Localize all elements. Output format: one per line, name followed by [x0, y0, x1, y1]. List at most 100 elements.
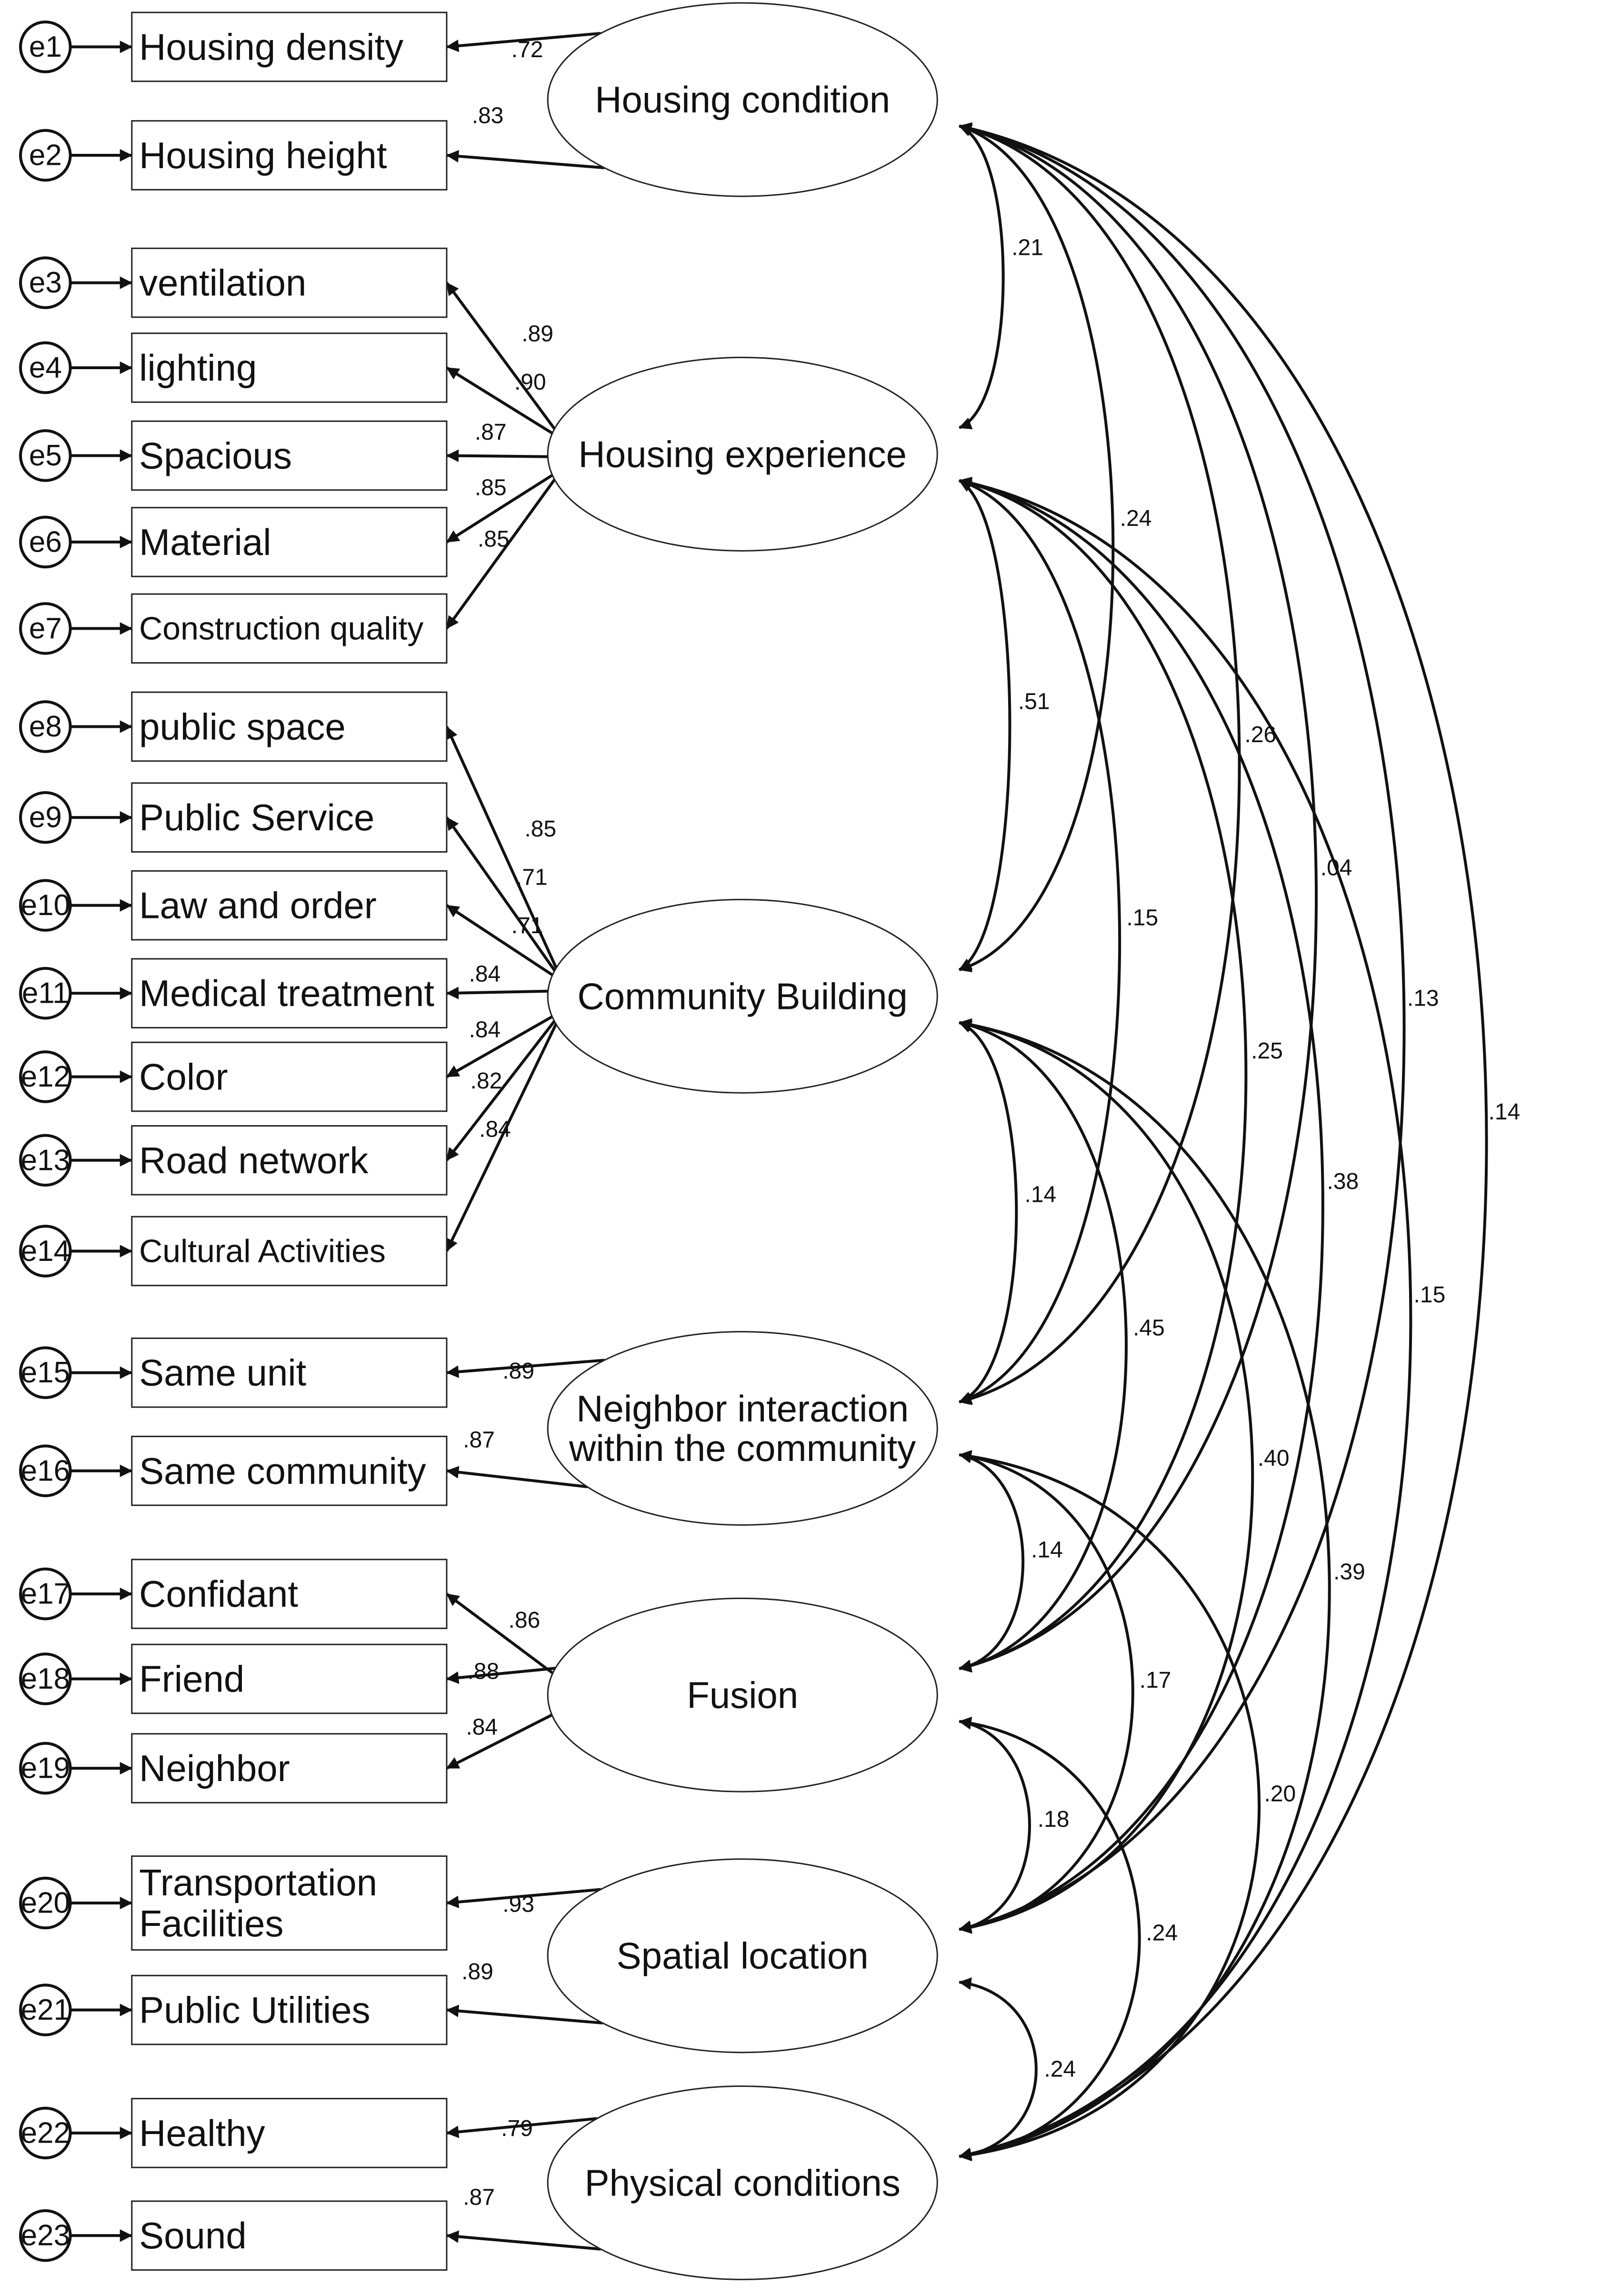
error-label: e16	[21, 1454, 70, 1487]
latent-label: Housing experience	[579, 433, 907, 475]
indicator-box	[131, 1125, 448, 1196]
loading-value: .84	[479, 1117, 511, 1142]
loading-value: .79	[501, 2116, 533, 2141]
error-circle	[19, 2209, 72, 2262]
indicator-box	[131, 1974, 448, 2045]
correlation-curve	[959, 122, 1318, 1672]
loading-arrow	[446, 904, 563, 983]
loading-arrow	[446, 1466, 588, 1489]
indicator-label: Road network	[139, 1139, 369, 1181]
loading-arrow	[446, 1009, 563, 1078]
latent-label: Housing condition	[595, 79, 890, 121]
loading-arrow	[446, 1592, 563, 1682]
correlation-curve	[959, 1716, 1141, 2161]
error-label: e12	[21, 1060, 70, 1093]
error-circle	[19, 967, 72, 1020]
error-circle	[19, 1346, 72, 1399]
error-circle	[19, 1225, 72, 1278]
loading-value: .85	[524, 816, 556, 842]
loading-value: .83	[472, 103, 504, 128]
error-circle	[19, 129, 72, 182]
error-circle	[19, 2106, 72, 2160]
latent-label: Community Building	[577, 975, 908, 1017]
correlation-value: .24	[1120, 506, 1152, 531]
indicator-label: Color	[139, 1056, 228, 1098]
error-label: e7	[29, 612, 62, 645]
correlation-value: .21	[1011, 235, 1043, 260]
correlation-curve	[959, 1018, 1331, 2161]
indicator-label: Friend	[139, 1658, 244, 1700]
indicator-box	[131, 332, 448, 403]
loading-value: .82	[470, 1068, 502, 1094]
correlation-value: .14	[1031, 1537, 1063, 1562]
correlation-value: .13	[1407, 986, 1439, 1011]
error-label: e6	[29, 525, 62, 558]
error-circle	[19, 879, 72, 932]
error-circle	[19, 1567, 72, 1621]
loading-value: .85	[475, 475, 507, 501]
correlation-value: .17	[1140, 1668, 1171, 1693]
loading-value: .89	[521, 322, 553, 347]
correlation-value: .25	[1251, 1038, 1283, 1064]
indicator-label: Cultural Activities	[139, 1233, 386, 1269]
indicator-box	[131, 1559, 448, 1629]
error-circle	[19, 1742, 72, 1795]
loading-value: .93	[502, 1892, 534, 1917]
loading-arrow	[446, 987, 548, 999]
loading-arrow	[446, 467, 563, 544]
loading-arrow	[446, 1667, 556, 1684]
loading-value: .71	[511, 913, 543, 938]
loading-arrow	[446, 31, 601, 52]
indicator-box	[131, 420, 448, 491]
error-label: e9	[29, 801, 62, 834]
correlation-value: .45	[1133, 1315, 1165, 1340]
error-circle	[19, 256, 72, 309]
error-circle	[19, 429, 72, 482]
indicator-label: Same community	[139, 1450, 426, 1492]
correlation-curve	[959, 124, 1005, 430]
correlation-curve	[959, 1450, 1025, 1673]
error-label: e17	[21, 1578, 70, 1611]
loading-arrow	[445, 468, 564, 630]
error-circle	[19, 1050, 72, 1103]
indicator-box	[131, 691, 448, 762]
indicator-label: Medical treatment	[139, 972, 434, 1014]
loading-value: .87	[463, 2185, 495, 2210]
indicator-label: Facilities	[139, 1903, 283, 1944]
indicator-box	[131, 507, 448, 577]
correlation-curve	[958, 479, 1011, 971]
loading-arrow	[446, 1888, 601, 1908]
indicator-label: Transportation	[139, 1862, 377, 1903]
error-circle	[19, 341, 72, 394]
indicator-box	[131, 958, 448, 1028]
indicator-label: Public Utilities	[139, 1989, 370, 2031]
loading-value: .86	[509, 1608, 540, 1633]
correlation-curve	[959, 1450, 1261, 2161]
error-circle	[19, 515, 72, 569]
error-label: e3	[29, 266, 62, 299]
error-circle	[19, 700, 72, 753]
loading-value: .90	[514, 370, 546, 395]
correlation-curve	[959, 1450, 1134, 1934]
loading-value: .87	[463, 1428, 495, 1453]
indicator-box	[131, 782, 448, 853]
latent-label: within the community	[569, 1427, 916, 1469]
indicator-label: public space	[139, 705, 346, 747]
loading-value: .89	[461, 1959, 493, 1984]
latent-spatial-location	[547, 1858, 938, 2054]
indicator-box	[131, 870, 448, 941]
error-circle	[19, 602, 72, 655]
indicator-box	[131, 1435, 448, 1506]
indicator-box	[131, 2098, 448, 2168]
indicator-label: Healthy	[139, 2112, 265, 2154]
indicator-label: Confidant	[139, 1573, 298, 1615]
correlation-curve	[959, 123, 1241, 1405]
indicator-label: Spacious	[139, 434, 292, 476]
error-label: e15	[21, 1356, 70, 1389]
loading-arrow	[446, 2117, 597, 2138]
latent-neighbor-interaction	[547, 1331, 938, 1526]
error-label: e8	[29, 710, 62, 743]
correlation-value: .38	[1327, 1169, 1359, 1194]
